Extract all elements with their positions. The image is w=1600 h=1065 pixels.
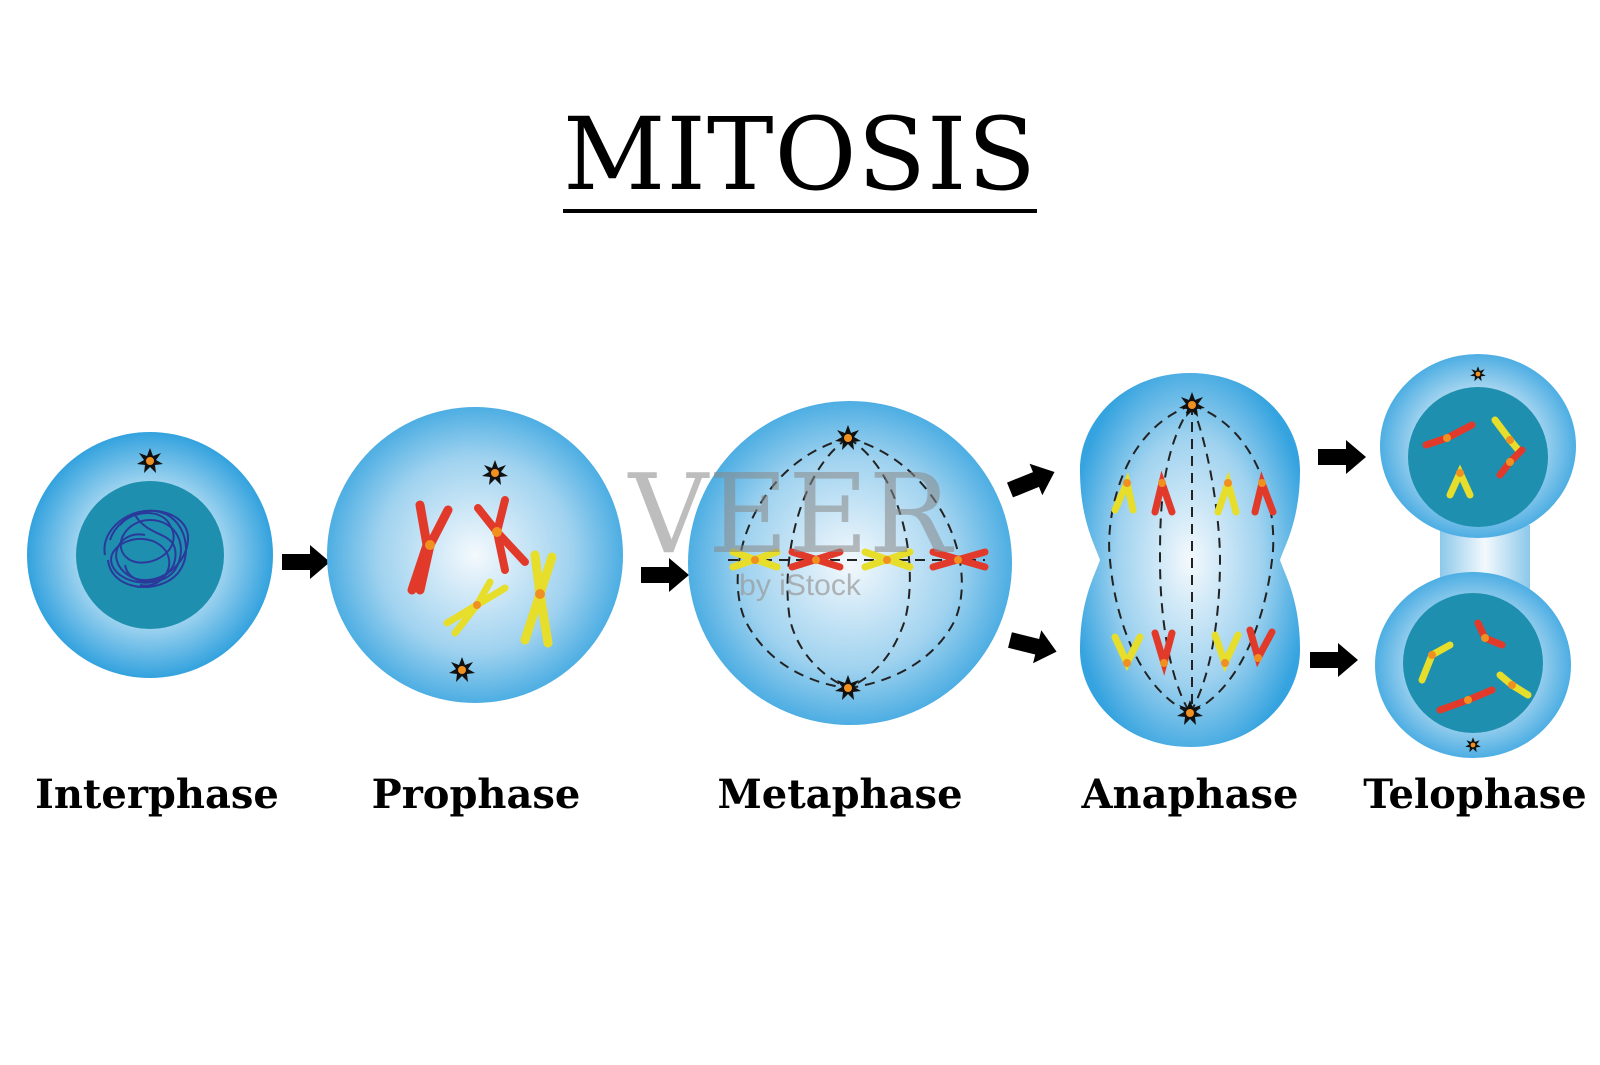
chromosome-red (788, 548, 844, 571)
chromosome-yellow (729, 548, 781, 571)
arrow-icon (1310, 643, 1358, 677)
chromosomes-bottom (1111, 626, 1276, 676)
chromosome-yellow (861, 548, 914, 571)
arrow-icon (1005, 623, 1061, 669)
arrow-icon (282, 545, 330, 579)
spindle-fibers (1108, 404, 1275, 714)
watermark-brand: VEER (627, 450, 955, 578)
watermark: VEER by iStock (627, 450, 955, 602)
chromosome-red (474, 496, 529, 574)
chromosome-yellow (443, 578, 509, 637)
chromosome-red (929, 548, 989, 571)
nucleus (1408, 387, 1548, 527)
metaphase-cell (688, 401, 1012, 725)
telophase-cell (1375, 354, 1576, 758)
page-title: MITOSIS (0, 105, 1600, 213)
nucleus (76, 481, 224, 629)
nucleus (1403, 593, 1543, 733)
phase-label-metaphase: Metaphase (717, 771, 962, 818)
page-title-text: MITOSIS (562, 96, 1038, 213)
phase-label-interphase: Interphase (35, 771, 279, 818)
phase-label-telophase: Telophase (1363, 771, 1586, 818)
prophase-cell (327, 407, 623, 703)
chromatin (103, 509, 190, 589)
chromosome-yellow (520, 550, 557, 648)
interphase-cell (27, 432, 273, 678)
chromosomes-upper (1422, 416, 1526, 499)
arrow-icon (1003, 456, 1061, 506)
phase-label-prophase: Prophase (372, 771, 581, 818)
spindle-fibers (728, 437, 985, 689)
anaphase-cell (1080, 373, 1300, 747)
chromosome-red (407, 500, 453, 595)
chromosomes-top (1111, 470, 1277, 516)
watermark-sub: by iStock (739, 569, 862, 602)
arrow-icon (1318, 440, 1366, 474)
chromosomes-lower (1418, 619, 1532, 714)
phase-label-anaphase: Anaphase (1081, 771, 1299, 818)
